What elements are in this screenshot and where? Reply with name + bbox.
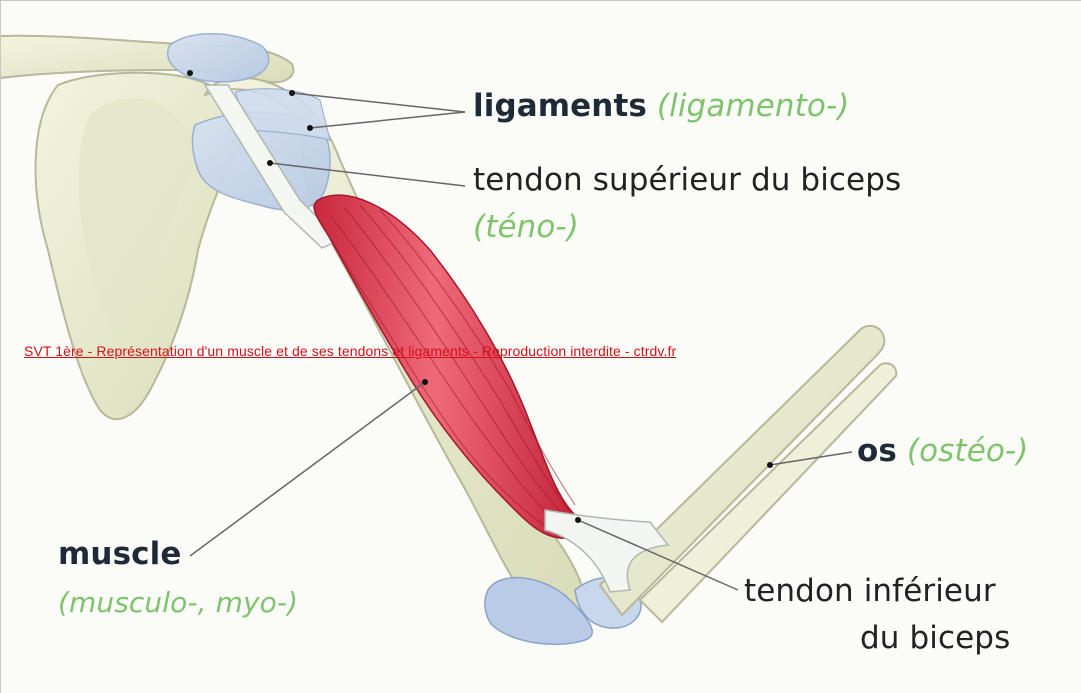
biceps-muscle xyxy=(314,195,583,538)
os-label: os (ostéo-) xyxy=(857,433,1028,469)
ligaments-label: ligaments (ligamento-) xyxy=(473,88,849,124)
tendon-inferieur-line1: tendon inférieur xyxy=(744,573,996,609)
muscle-term: muscle xyxy=(58,536,181,572)
shoulder-ligament-top xyxy=(168,34,269,82)
ligaments-prefix: (ligamento-) xyxy=(657,88,850,124)
tendon-superieur-prefix: (téno-) xyxy=(473,209,579,245)
ligaments-term: ligaments xyxy=(473,88,647,124)
tendon-inferieur-line2: du biceps xyxy=(860,620,1010,656)
muscle-prefix: (musculo-, myo-) xyxy=(58,586,298,619)
os-term: os xyxy=(857,433,897,469)
tendon-superieur-text: tendon supérieur du biceps xyxy=(473,162,901,198)
watermark-text: SVT 1ère - Représentation d'un muscle et… xyxy=(24,343,954,359)
radius-bone xyxy=(600,326,884,615)
os-prefix: (ostéo-) xyxy=(907,433,1029,469)
tendon-superieur-label: tendon supérieur du biceps xyxy=(473,162,901,198)
